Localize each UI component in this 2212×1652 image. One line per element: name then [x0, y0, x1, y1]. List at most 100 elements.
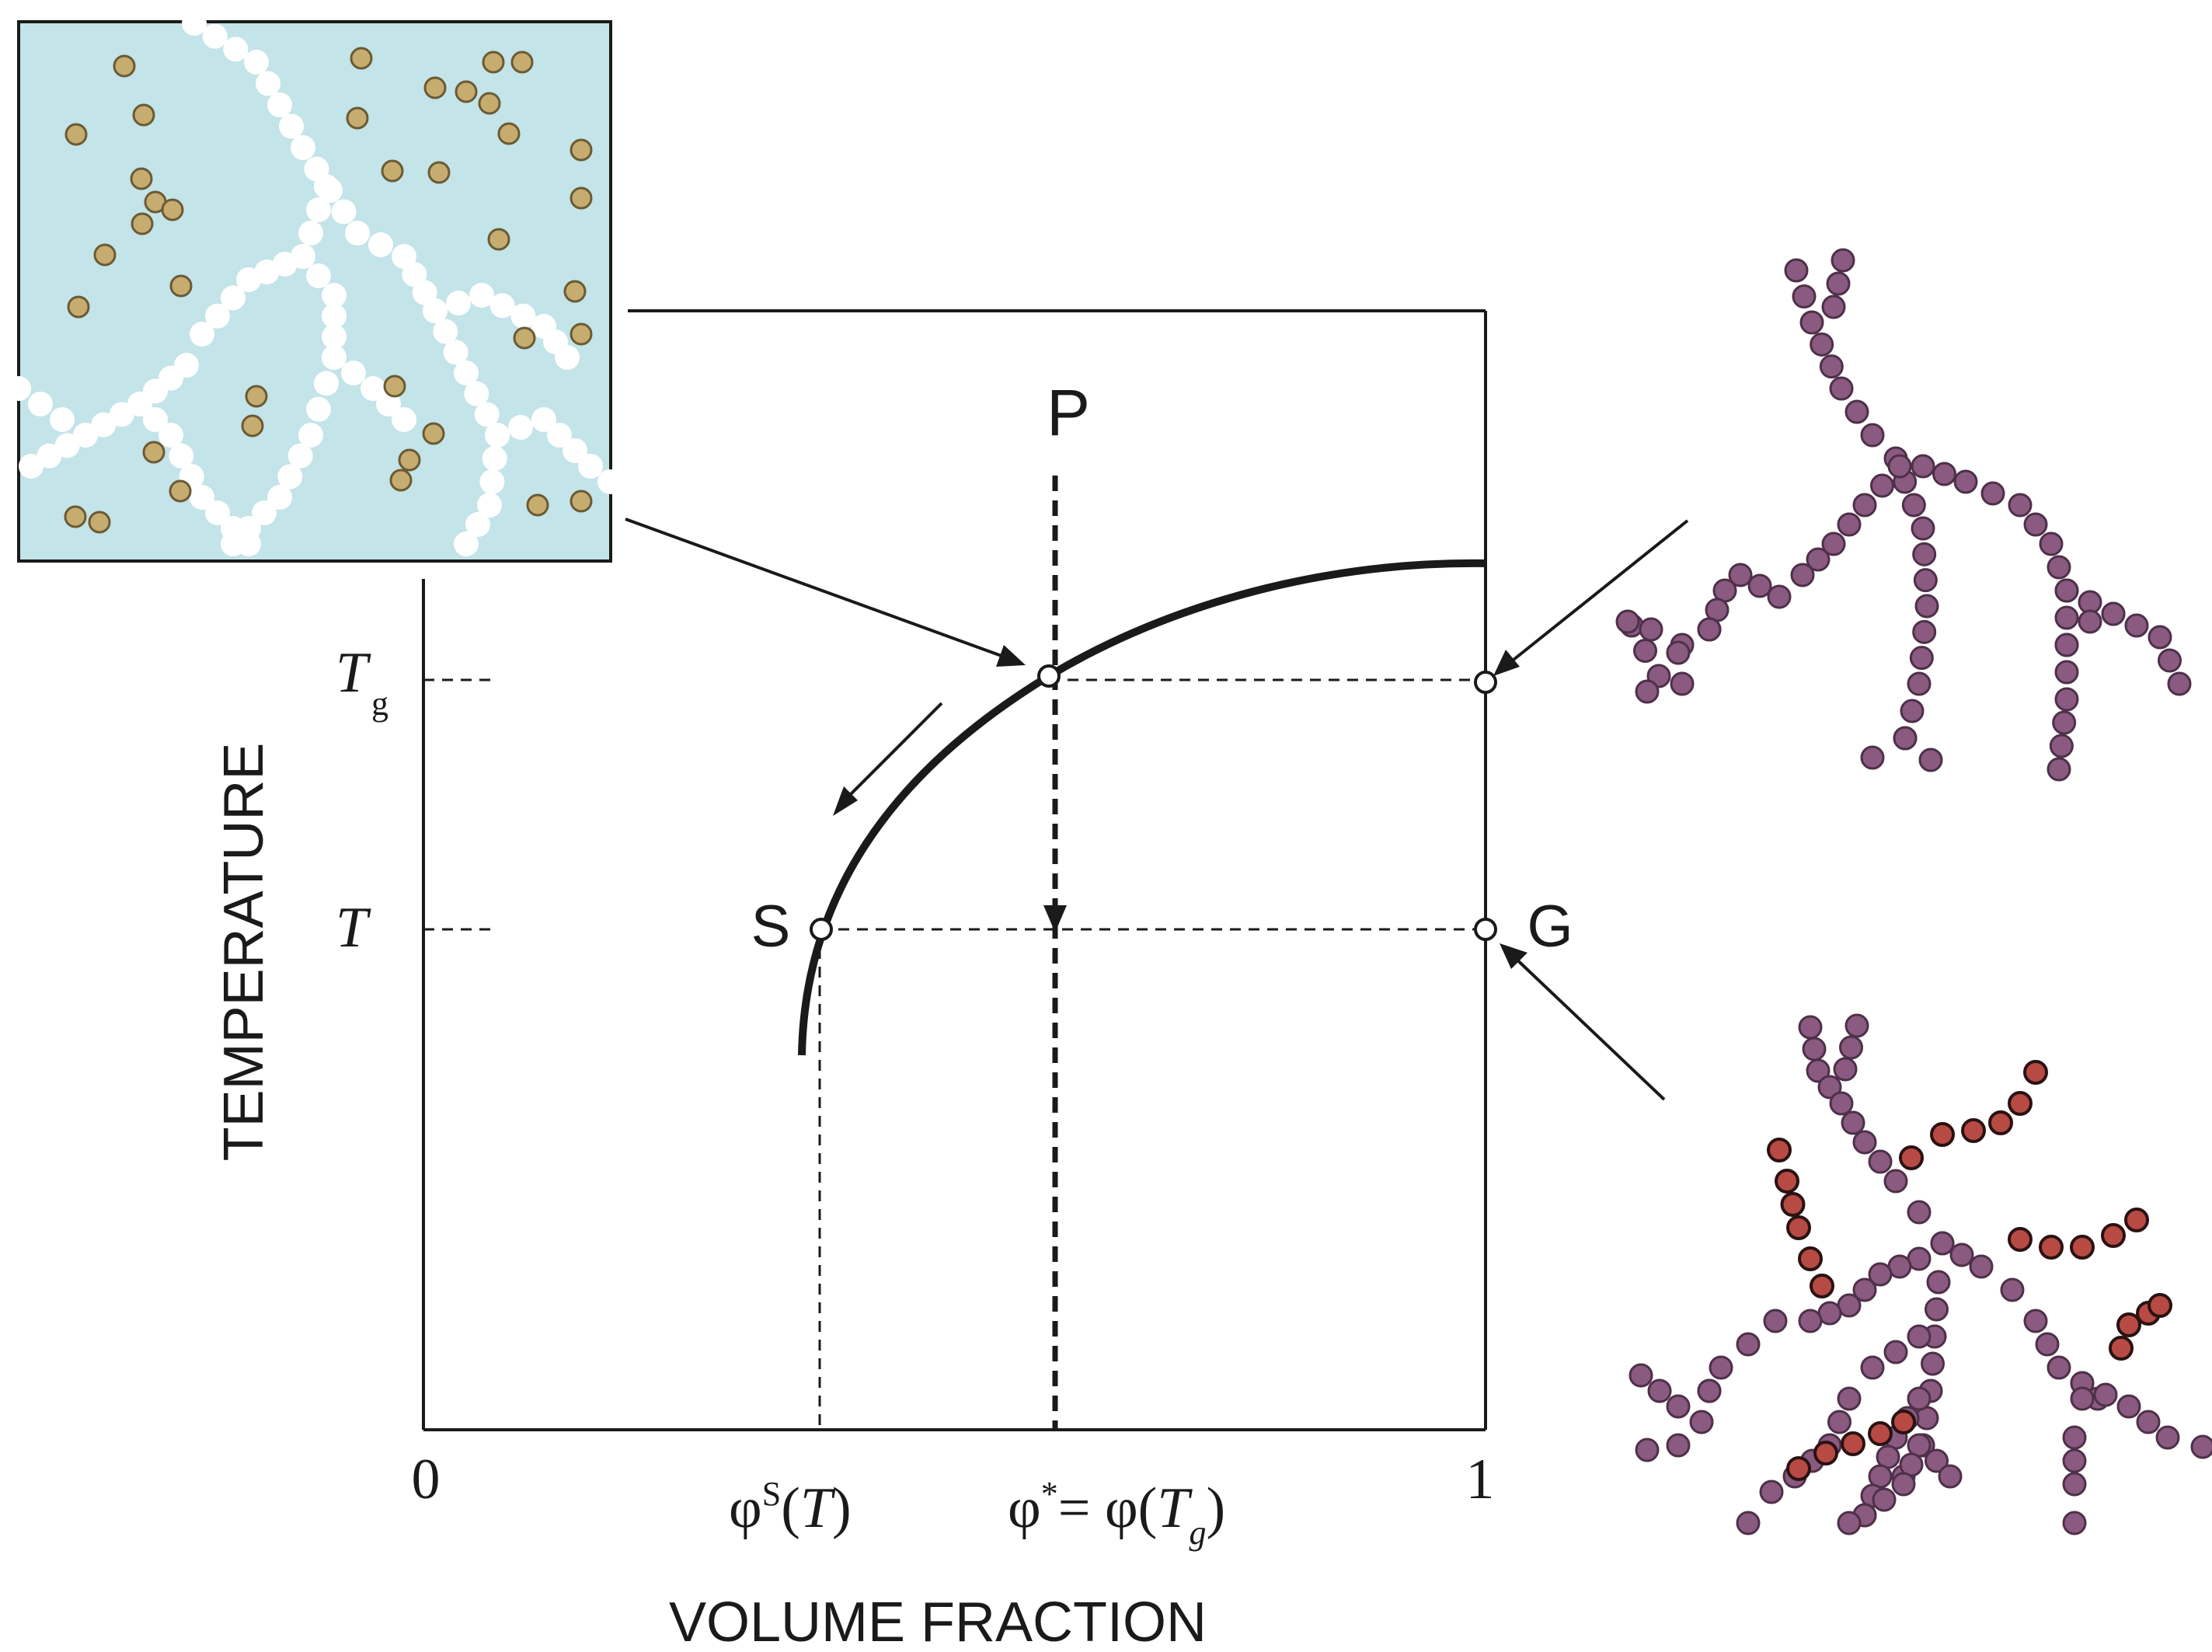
- gel-network-bead: [291, 135, 315, 160]
- gel-network-bead: [314, 371, 339, 396]
- cluster-bead: [1639, 617, 1663, 642]
- phi-star-close: ): [1206, 1476, 1225, 1540]
- dangling-chain-bead: [1813, 1441, 1838, 1466]
- cluster-bead: [1891, 1472, 1916, 1497]
- y-axis-title: TEMPERATURE: [213, 743, 275, 1162]
- gel-network-bead: [169, 443, 194, 469]
- cluster-bead: [2000, 1277, 2025, 1302]
- cluster-bead: [1926, 1270, 1951, 1295]
- cluster-bead: [2158, 648, 2182, 673]
- cluster-bead: [1799, 310, 1824, 335]
- gel-network-bead: [454, 361, 479, 385]
- gel-network-bead: [190, 322, 214, 347]
- cluster-bead: [1806, 1058, 1831, 1083]
- cluster-bead: [1763, 1309, 1788, 1333]
- cluster-bead: [1901, 493, 1926, 518]
- cluster-bead: [1860, 1355, 1885, 1380]
- cluster-bead: [1868, 1262, 1893, 1287]
- gel-network-bead: [205, 500, 230, 525]
- gel-network-bead: [510, 303, 536, 329]
- cluster-bead: [2008, 493, 2033, 518]
- gel-network-bead: [306, 263, 331, 288]
- sol-particle: [64, 123, 88, 146]
- label-g: G: [1527, 894, 1573, 960]
- sol-particle: [455, 80, 478, 103]
- cluster-bead: [2190, 1434, 2212, 1459]
- cluster-bead: [2062, 1448, 2087, 1473]
- gel-network-bead: [306, 197, 331, 222]
- gel-network-bead: [236, 267, 261, 292]
- cluster-bead: [1907, 1386, 1932, 1411]
- cluster-bead: [1900, 699, 1925, 723]
- phi-star-phi: φ: [1008, 1476, 1041, 1540]
- curve-direction-arrow: [833, 702, 943, 816]
- dangling-chain-bead: [1891, 1410, 1916, 1434]
- dangling-chain-bead: [2070, 1235, 2095, 1260]
- sol-particle: [169, 274, 193, 298]
- dangling-chain-bead: [1780, 1192, 1806, 1217]
- cluster-bead: [2035, 1332, 2060, 1357]
- sol-particle: [478, 92, 501, 115]
- sol-particle: [497, 122, 521, 145]
- dangling-chain-bead: [2148, 1293, 2172, 1318]
- cluster-bead: [2054, 605, 2079, 630]
- cluster-bead: [2062, 1511, 2087, 1535]
- dangling-chain-bead: [2023, 1060, 2048, 1085]
- cluster-bead: [1925, 1448, 1949, 1473]
- sol-particle: [169, 479, 192, 503]
- phi-s-sup: S: [762, 1475, 781, 1513]
- gel-network-bead: [37, 443, 62, 469]
- sol-particle: [398, 448, 421, 472]
- gel-network-bead: [361, 376, 385, 401]
- sol-particle: [93, 243, 117, 267]
- cluster-bead: [1829, 376, 1854, 401]
- cluster-bead: [1913, 568, 1938, 593]
- cluster-bead: [1930, 1231, 1955, 1256]
- dangling-chain-bead: [1798, 1246, 1823, 1271]
- critical-cluster-illustration: [1615, 248, 2192, 782]
- cluster-bead: [1697, 1378, 1722, 1403]
- down-arrow-head: [1043, 905, 1067, 932]
- gel-network-bead: [256, 71, 280, 96]
- gel-network-bead: [221, 285, 246, 311]
- phi-s-T: T: [800, 1476, 836, 1540]
- cluster-bead: [2116, 1394, 2141, 1419]
- cluster-bead: [1806, 547, 1831, 572]
- cluster-bead: [1833, 1057, 1858, 1082]
- cluster-bead: [2167, 671, 2192, 696]
- cluster-bead: [1837, 1511, 1862, 1535]
- cluster-bead: [1747, 573, 1772, 598]
- dangling-chain-bead: [1961, 1118, 1986, 1143]
- gel-network-bead: [73, 423, 98, 448]
- gel-network-bead: [464, 381, 489, 406]
- dangling-chain-bead: [2109, 1336, 2134, 1361]
- plot-frame: [422, 309, 1487, 1431]
- cluster-bead: [1969, 1254, 1994, 1279]
- pointer-arrows: [625, 518, 1689, 1101]
- sol-particle: [423, 76, 447, 99]
- dangling-chain-bead: [1786, 1456, 1811, 1481]
- gel-network-bead: [423, 298, 448, 323]
- cluster-bead: [1697, 617, 1722, 642]
- cluster-bead: [1821, 531, 1846, 556]
- dangling-chain-bead: [2101, 1223, 2126, 1248]
- cluster-bead: [1844, 1013, 1869, 1038]
- cluster-bead: [1918, 748, 1943, 772]
- dangling-chain-bead: [1930, 1122, 1955, 1147]
- gel-network-bead: [454, 531, 479, 556]
- gel-network-bead: [433, 319, 458, 344]
- gel-network-bead: [158, 423, 183, 448]
- gel-network-bead: [182, 11, 207, 36]
- cluster-bead: [1887, 454, 1912, 479]
- gel-network-bead: [482, 446, 507, 471]
- dangling-chain-bead: [1775, 1169, 1799, 1194]
- phi-s-phi: φ: [729, 1476, 762, 1540]
- gel-cluster-illustration: [1629, 1013, 2212, 1535]
- gel-network-bead: [469, 283, 494, 308]
- cluster-bead: [1883, 1340, 1908, 1364]
- cluster-bead: [1949, 1242, 1974, 1267]
- gel-network-bead: [279, 113, 304, 139]
- cluster-bead: [1980, 481, 2005, 506]
- cluster-bead: [1689, 1410, 1714, 1434]
- dashed-guides: [423, 678, 1486, 1430]
